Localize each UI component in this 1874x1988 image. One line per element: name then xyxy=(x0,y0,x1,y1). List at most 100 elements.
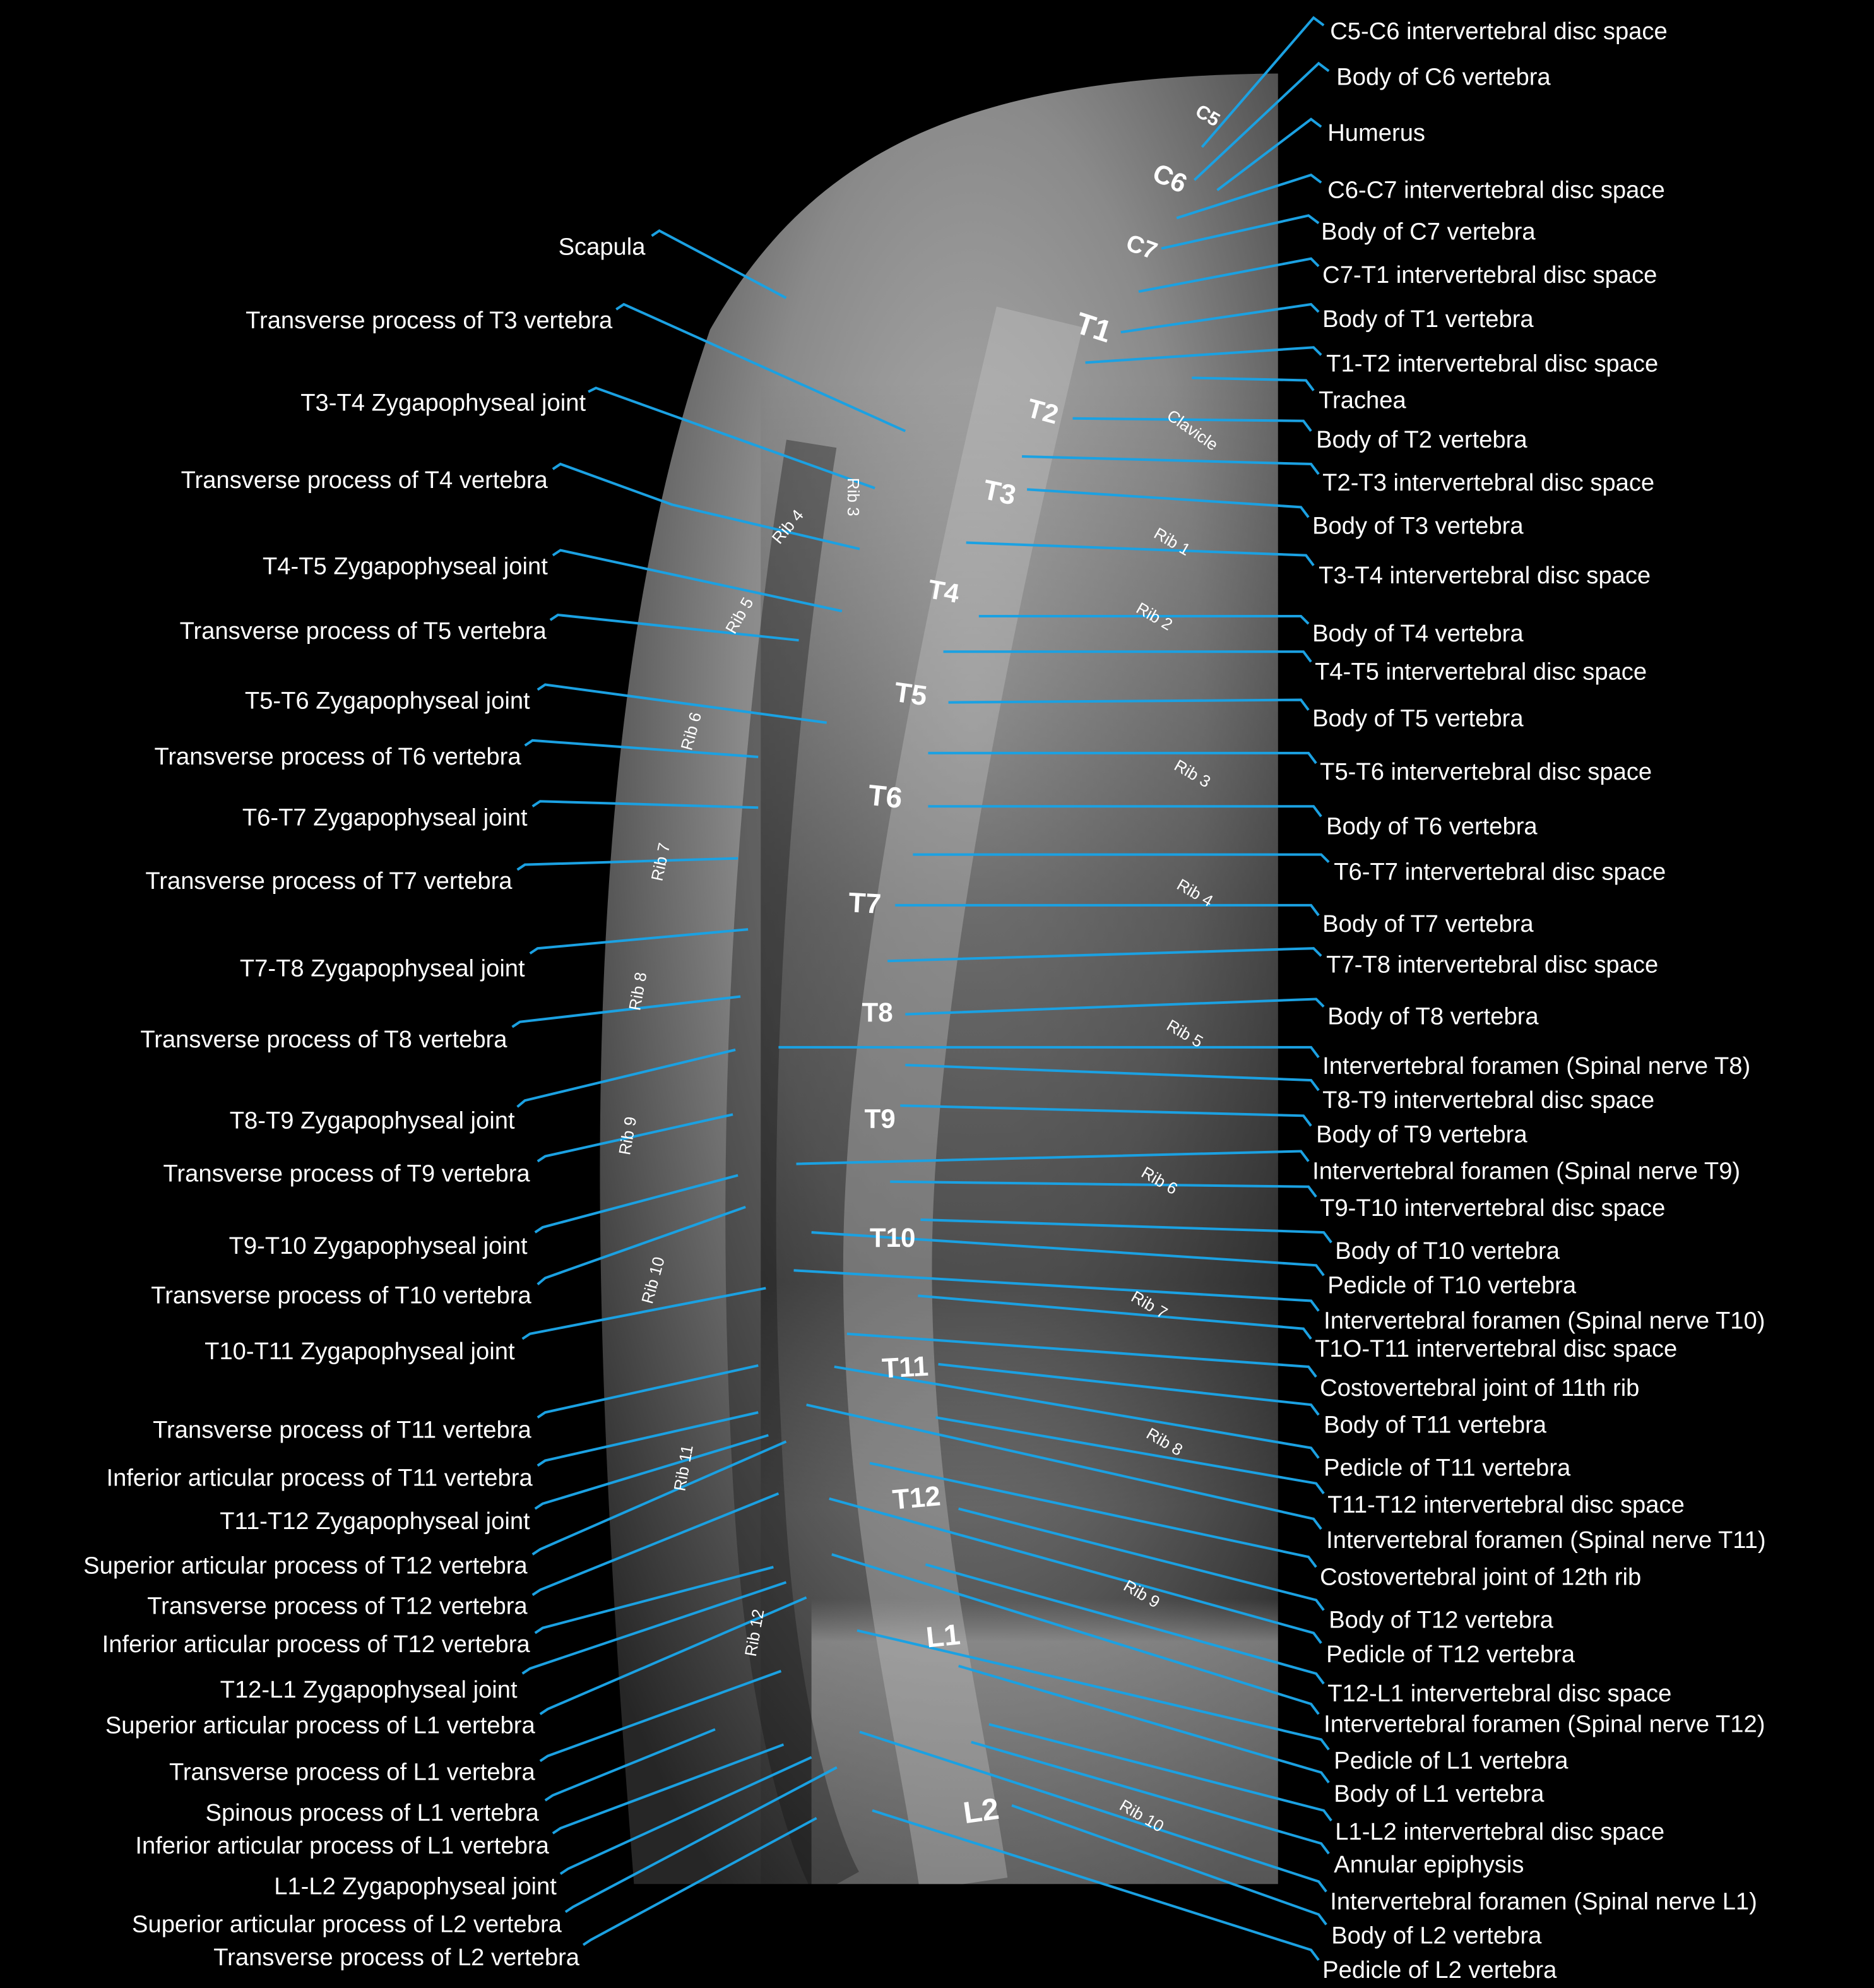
label-superior-articular-process-of-l1-vertebra: Superior articular process of L1 vertebr… xyxy=(105,1711,536,1739)
leader-line xyxy=(559,1756,812,1875)
label-transverse-process-of-t12-vertebra: Transverse process of T12 vertebra xyxy=(147,1593,528,1620)
leader-line xyxy=(925,1563,1325,1685)
leader-line xyxy=(971,1741,1330,1855)
vertebra-label-t4: T4 xyxy=(926,574,962,609)
label-l1-l2-intervertebral-disc-space: L1-L2 intervertebral disc space xyxy=(1335,1818,1664,1845)
leader-line xyxy=(544,1728,716,1802)
leader-line xyxy=(615,302,906,432)
leader-line xyxy=(935,1416,1325,1494)
leader-line xyxy=(537,683,827,724)
leader-line xyxy=(651,229,787,299)
leader-line xyxy=(534,1174,738,1234)
leader-line xyxy=(552,549,843,612)
leader-line xyxy=(588,386,875,490)
vertebra-label-t5: T5 xyxy=(893,677,929,712)
label-body-of-c7-vertebra: Body of C7 vertebra xyxy=(1321,218,1536,246)
leader-line xyxy=(988,1723,1332,1822)
leader-line xyxy=(539,1596,807,1715)
label-body-of-t8-vertebra: Body of T8 vertebra xyxy=(1327,1003,1539,1030)
leader-line xyxy=(539,1670,782,1763)
label-t9-t10-zygapophyseal-joint: T9-T10 Zygapophyseal joint xyxy=(229,1232,528,1259)
label-t12-l1-intervertebral-disc-space: T12-L1 intervertebral disc space xyxy=(1327,1680,1671,1707)
label-pedicle-of-t12-vertebra: Pedicle of T12 vertebra xyxy=(1326,1641,1575,1668)
label-t1-t2-intervertebral-disc-space: T1-T2 intervertebral disc space xyxy=(1326,350,1658,377)
label-spinous-process-of-l1-vertebra: Spinous process of L1 vertebra xyxy=(206,1799,540,1826)
label-t6-t7-intervertebral-disc-space: T6-T7 intervertebral disc space xyxy=(1334,859,1666,886)
left-leader-lines xyxy=(511,229,906,1946)
leader-line xyxy=(534,1566,774,1634)
label-intervertebral-foramen-spinal-nerve-l1: Intervertebral foramen (Spinal nerve L1) xyxy=(1330,1888,1757,1915)
leader-line xyxy=(537,1411,759,1467)
leader-line xyxy=(905,997,1325,1016)
label-superior-articular-process-of-t12-vertebra: Superior articular process of T12 verteb… xyxy=(83,1552,528,1579)
label-body-of-l1-vertebra: Body of L1 vertebra xyxy=(1334,1780,1545,1807)
label-t12-l1-zygapophyseal-joint: T12-L1 Zygapophyseal joint xyxy=(220,1676,518,1703)
leader-line xyxy=(943,650,1312,663)
vertebra-label-t12: T12 xyxy=(891,1480,942,1515)
leader-line xyxy=(846,1332,1317,1378)
leader-line xyxy=(537,1113,733,1163)
label-transverse-process-of-l1-vertebra: Transverse process of L1 vertebra xyxy=(169,1759,536,1786)
leader-line xyxy=(1161,214,1320,250)
label-inferior-articular-process-of-l1-vertebra: Inferior articular process of L1 vertebr… xyxy=(135,1832,549,1859)
label-body-of-t10-vertebra: Body of T10 vertebra xyxy=(1335,1237,1560,1265)
label-intervertebral-foramen-spinal-nerve-t12: Intervertebral foramen (Spinal nerve T12… xyxy=(1324,1710,1765,1737)
label-intervertebral-foramen-spinal-nerve-t11: Intervertebral foramen (Spinal nerve T11… xyxy=(1326,1527,1765,1554)
leader-line xyxy=(887,947,1322,963)
label-transverse-process-of-l2-vertebra: Transverse process of L2 vertebra xyxy=(213,1944,580,1971)
label-t3-t4-intervertebral-disc-space: T3-T4 intervertebral disc space xyxy=(1319,562,1651,589)
vertebra-label-t11: T11 xyxy=(881,1351,929,1384)
label-transverse-process-of-t11-vertebra: Transverse process of T11 vertebra xyxy=(153,1416,531,1443)
leader-line xyxy=(890,1180,1317,1198)
leader-line xyxy=(913,853,1330,864)
label-pedicle-of-l2-vertebra: Pedicle of L2 vertebra xyxy=(1322,1956,1557,1984)
label-t2-t3-intervertebral-disc-space: T2-T3 intervertebral disc space xyxy=(1322,469,1654,496)
leader-line xyxy=(534,1434,769,1510)
leader-line xyxy=(958,1507,1325,1611)
leader-line xyxy=(521,1581,787,1675)
label-pedicle-of-l1-vertebra: Pedicle of L1 vertebra xyxy=(1334,1747,1569,1775)
label-superior-articular-process-of-l2-vertebra: Superior articular process of L2 vertebr… xyxy=(132,1911,562,1938)
label-humerus: Humerus xyxy=(1327,119,1425,146)
leader-line xyxy=(938,1362,1320,1416)
leader-line xyxy=(531,800,759,809)
label-pedicle-of-t11-vertebra: Pedicle of T11 vertebra xyxy=(1324,1455,1571,1482)
vertebra-label-t8: T8 xyxy=(862,997,893,1027)
label-body-of-t11-vertebra: Body of T11 vertebra xyxy=(1324,1411,1547,1438)
label-t5-t6-zygapophyseal-joint: T5-T6 Zygapophyseal joint xyxy=(245,687,530,715)
leader-line xyxy=(1072,417,1312,432)
leader-line xyxy=(582,1817,817,1946)
label-t11-t12-zygapophyseal-joint: T11-T12 Zygapophyseal joint xyxy=(220,1508,530,1535)
label-t7-t8-intervertebral-disc-space: T7-T8 intervertebral disc space xyxy=(1326,951,1658,978)
leader-line xyxy=(1192,376,1315,391)
leader-line xyxy=(521,1287,766,1340)
label-t8-t9-zygapophyseal-joint: T8-T9 Zygapophyseal joint xyxy=(230,1107,515,1134)
leader-line xyxy=(900,1104,1312,1127)
leader-line xyxy=(529,928,749,955)
label-body-of-t4-vertebra: Body of T4 vertebra xyxy=(1312,620,1524,647)
leader-line xyxy=(811,1231,1325,1277)
leader-line xyxy=(958,1664,1330,1783)
label-body-of-t2-vertebra: Body of T2 vertebra xyxy=(1316,426,1527,453)
leader-line xyxy=(549,613,799,642)
vertebra-label-t6: T6 xyxy=(867,778,904,814)
label-t5-t6-intervertebral-disc-space: T5-T6 intervertebral disc space xyxy=(1320,758,1652,785)
label-transverse-process-of-t9-vertebra: Transverse process of T9 vertebra xyxy=(163,1160,531,1187)
rib-label-rib-3: Rib 3 xyxy=(844,478,863,516)
label-c7-t1-intervertebral-disc-space: C7-T1 intervertebral disc space xyxy=(1322,261,1657,289)
leader-line xyxy=(1011,1804,1327,1926)
leader-line xyxy=(778,1045,1320,1059)
label-intervertebral-foramen-spinal-nerve-t9: Intervertebral foramen (Spinal nerve T9) xyxy=(1312,1158,1740,1185)
leader-line xyxy=(511,995,741,1028)
leader-line xyxy=(966,541,1315,566)
leader-line xyxy=(552,1743,785,1835)
leader-line xyxy=(531,1440,787,1556)
leader-line xyxy=(948,698,1310,711)
label-body-of-t6-vertebra: Body of T6 vertebra xyxy=(1326,812,1538,840)
leader-line xyxy=(516,857,738,871)
leader-line xyxy=(829,1497,1322,1644)
vertebra-label-t9: T9 xyxy=(864,1104,895,1133)
